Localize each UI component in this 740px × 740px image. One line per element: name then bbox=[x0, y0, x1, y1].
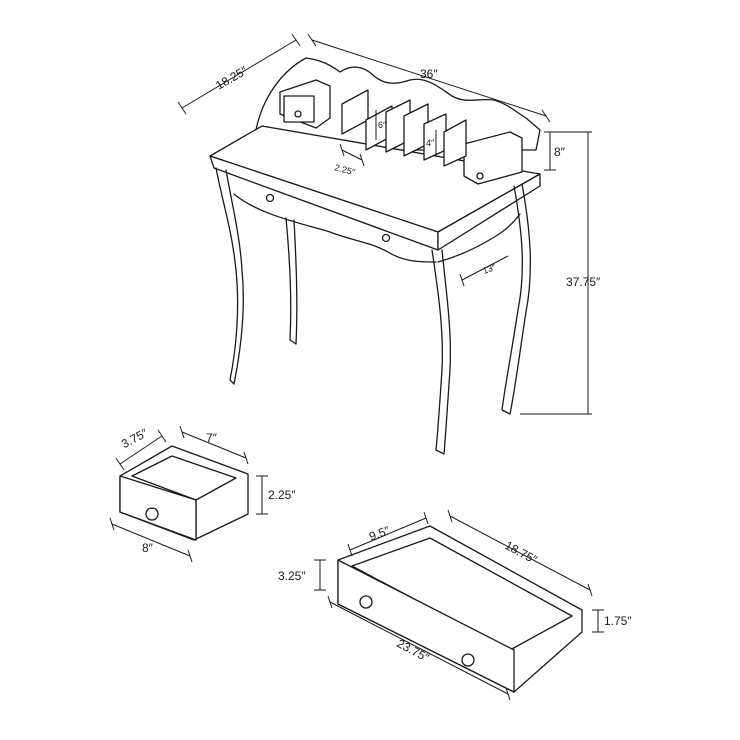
hutch-height-label: 8″ bbox=[554, 145, 566, 159]
small-drawer: 3.75″ 7″ 2.25″ 8″ bbox=[109, 425, 296, 563]
large-drawer-depth-dimension: 9.5″ bbox=[347, 511, 429, 557]
total-height-label: 37.75″ bbox=[566, 275, 601, 289]
divider-height-dimension: 6″ bbox=[375, 110, 387, 140]
total-height-dimension: 37.75″ bbox=[520, 131, 601, 415]
large-drawer: 9.5″ 18.75″ 3.25″ 1.75″ 23.75″ bbox=[278, 509, 632, 701]
knee-depth-label: 13″ bbox=[481, 262, 498, 276]
desk-depth-label: 18.25″ bbox=[213, 63, 250, 93]
writing-desk: 18.25″ 36″ 8″ 37.75″ 13″ bbox=[177, 33, 601, 455]
desk-skirt bbox=[233, 193, 437, 263]
desk-leg-front-left bbox=[215, 167, 244, 385]
large-drawer-back-height-label: 1.75″ bbox=[604, 614, 632, 628]
desk-width-dimension: 36″ bbox=[307, 33, 551, 123]
desk-drawer-knob-right bbox=[381, 233, 391, 243]
small-drawer-height-dimension: 2.25″ bbox=[256, 475, 296, 515]
large-drawer-knob-left bbox=[359, 595, 373, 609]
hutch-right-cubby bbox=[463, 131, 523, 185]
small-drawer-inner-width-label: 7″ bbox=[206, 431, 218, 445]
large-drawer-front-height-dimension: 3.25″ bbox=[278, 559, 326, 591]
large-drawer-front-height-label: 3.25″ bbox=[278, 569, 306, 583]
small-drawer-width-dimension: 8″ bbox=[109, 517, 193, 563]
small-drawer-knob bbox=[145, 507, 159, 521]
desk-leg-back-right bbox=[501, 183, 531, 415]
desk-side-apron bbox=[437, 173, 541, 251]
large-drawer-depth-label: 9.5″ bbox=[367, 523, 392, 544]
small-drawer-width-label: 8″ bbox=[142, 541, 154, 555]
knee-depth-dimension: 13″ bbox=[459, 255, 509, 287]
small-drawer-height-label: 2.25″ bbox=[268, 488, 296, 502]
hutch-dividers bbox=[341, 89, 467, 167]
hutch-back-panel bbox=[255, 57, 541, 151]
hutch-height-dimension: 8″ bbox=[544, 131, 566, 171]
desk-side-skirt bbox=[437, 213, 521, 263]
large-drawer-knob-right bbox=[461, 653, 475, 667]
small-drawer-width-inner-dimension: 7″ bbox=[179, 425, 249, 465]
large-drawer-inner-width-label: 18.75″ bbox=[503, 538, 541, 567]
desk-width-label: 36″ bbox=[420, 67, 438, 81]
hutch-left-drawer-knob bbox=[294, 110, 302, 118]
desk-leg-back-left bbox=[285, 217, 298, 345]
small-drawer-front bbox=[119, 475, 197, 541]
divider-height-label: 6″ bbox=[378, 120, 387, 130]
desk-drawer-knob-left bbox=[265, 193, 275, 203]
divider-short-label: 4″ bbox=[426, 138, 435, 148]
large-drawer-back-height-dimension: 1.75″ bbox=[592, 609, 632, 633]
hutch-right-drawer-knob bbox=[476, 172, 484, 180]
desk-leg-front-right bbox=[431, 249, 452, 455]
divider-short-dimension: 4″ bbox=[426, 130, 437, 156]
hutch-left-drawer-front bbox=[283, 95, 315, 123]
